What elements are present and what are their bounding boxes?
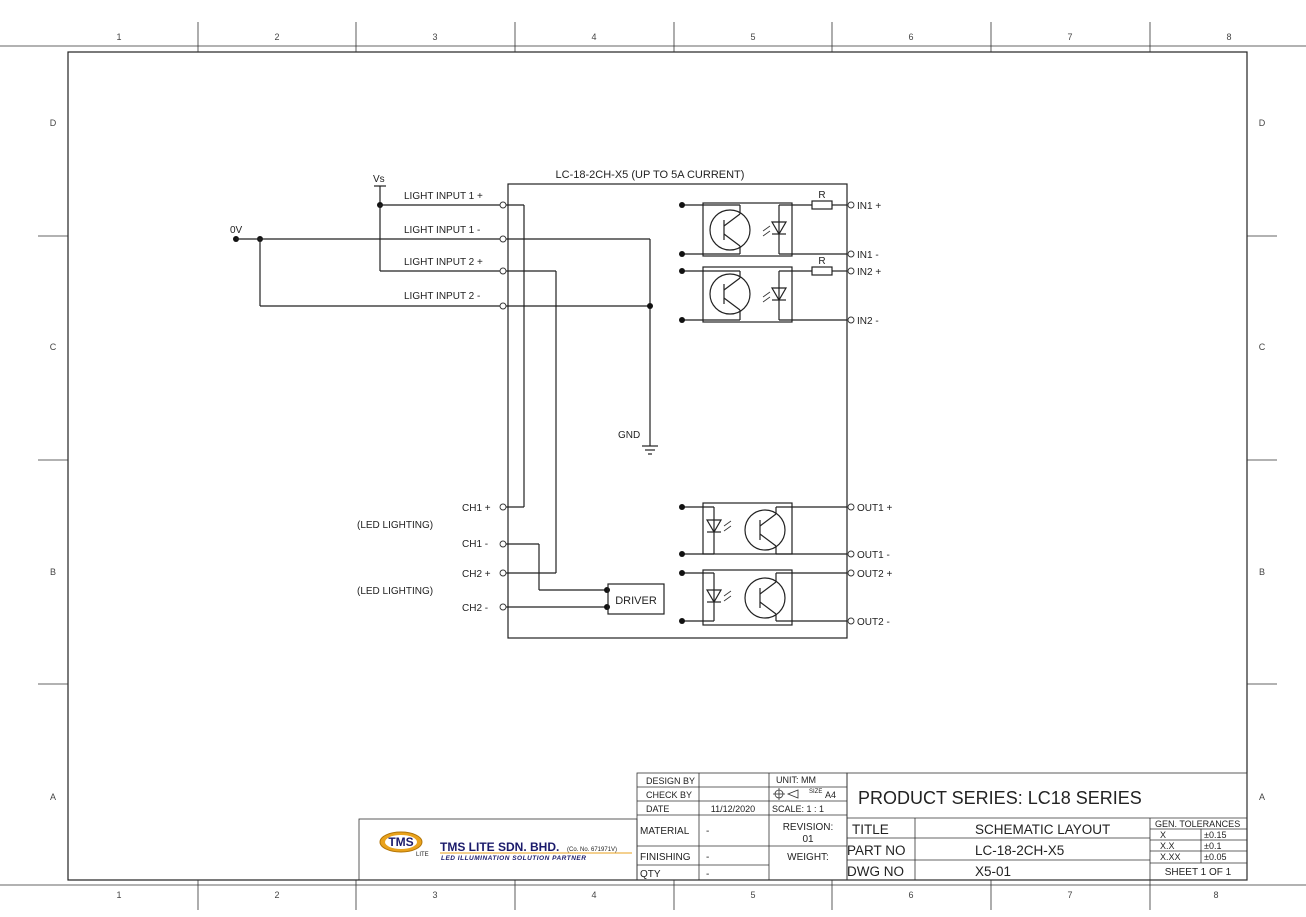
size-label: SIZE [809,789,822,795]
tolerance-x-value: ±0.15 [1204,830,1226,840]
qty-value: - [706,869,709,880]
ch2-pos-label: CH2 + [462,569,491,580]
company-name: TMS LITE SDN. BHD. [440,840,559,854]
schematic: LC-18-2CH-X5 (UP TO 5A CURRENT) Vs 0V LI… [230,169,892,639]
col-label-3: 3 [432,32,437,42]
dwg-no-label: DWG NO [847,864,904,879]
row-label-c-right: C [1259,342,1266,352]
out1-neg-label: OUT1 - [857,550,890,561]
light-input-1-pos: LIGHT INPUT 1 + [404,191,483,202]
company-logo: TMS LITE [379,831,429,858]
col-label-4: 4 [591,32,596,42]
col-label-1-bottom: 1 [116,890,121,900]
col-label-8: 8 [1226,32,1231,42]
output-optocoupler-2 [679,569,847,626]
resistor-1-label: R [818,190,825,201]
resistor-2-label: R [818,256,825,267]
module-title: LC-18-2CH-X5 (UP TO 5A CURRENT) [556,169,745,181]
col-label-3-bottom: 3 [432,890,437,900]
gen-tolerances-label: GEN. TOLERANCES [1155,819,1240,829]
tolerance-xxx-value: ±0.05 [1204,852,1226,862]
company-reg: (Co. No. 671971V) [567,847,617,853]
col-label-5: 5 [750,32,755,42]
col-label-5-bottom: 5 [750,890,755,900]
col-label-8-bottom: 8 [1213,890,1218,900]
input-optocoupler-1: R [679,190,847,257]
gnd-label: GND [618,430,640,441]
design-by-label: DESIGN BY [646,776,695,786]
title-value: SCHEMATIC LAYOUT [975,822,1110,837]
light-input-2-pos: LIGHT INPUT 2 + [404,257,483,268]
date-label: DATE [646,804,669,814]
tolerance-xx-label: X.X [1160,841,1175,851]
product-series: PRODUCT SERIES: LC18 SERIES [858,788,1142,808]
row-label-d: D [50,118,57,128]
driver-label: DRIVER [615,595,657,607]
check-by-label: CHECK BY [646,790,692,800]
module-outline [507,183,848,639]
led-lighting-note-1: (LED LIGHTING) [357,520,433,531]
scale-label: SCALE: 1 : 1 [772,804,824,814]
vs-label: Vs [373,174,385,185]
ch1-neg-label: CH1 - [462,539,488,550]
tolerance-x-label: X [1160,830,1166,840]
driver-block [607,583,665,615]
row-label-d-right: D [1259,118,1266,128]
logo-sub-text: LITE [416,852,429,858]
title-block: TMS LITE TMS LITE SDN. BHD. (Co. No. 671… [358,772,1248,881]
dwg-no-value: X5-01 [975,864,1011,879]
col-label-4-bottom: 4 [591,890,596,900]
out2-pos-label: OUT2 + [857,569,892,580]
input-optocoupler-2: R [679,256,847,323]
row-label-b-right: B [1259,567,1265,577]
row-label-a-right: A [1259,792,1265,802]
weight-label: WEIGHT: [787,852,829,863]
material-label: MATERIAL [640,826,690,837]
in2-pos-label: IN2 + [857,267,881,278]
part-no-label: PART NO [847,843,906,858]
col-label-7-bottom: 7 [1067,890,1072,900]
part-no-value: LC-18-2CH-X5 [975,843,1064,858]
in1-neg-label: IN1 - [857,250,879,261]
out1-pos-label: OUT1 + [857,503,892,514]
company-tagline: LED ILLUMINATION SOLUTION PARTNER [441,855,586,862]
zero-volt-label: 0V [230,225,243,236]
tolerance-xxx-label: X.XX [1160,852,1181,862]
title-label: TITLE [852,822,889,837]
finishing-value: - [706,852,709,863]
col-label-7: 7 [1067,32,1072,42]
output-optocoupler-1 [679,502,847,557]
in2-neg-label: IN2 - [857,316,879,327]
projection-symbol [773,788,799,800]
date-value: 11/12/2020 [711,804,755,814]
material-value: - [706,826,709,837]
logo-text: TMS [388,835,413,849]
light-input-1-neg: LIGHT INPUT 1 - [404,225,480,236]
out2-neg-label: OUT2 - [857,617,890,628]
col-label-2-bottom: 2 [274,890,279,900]
unit-label: UNIT: MM [776,775,816,785]
led-lighting-note-2: (LED LIGHTING) [357,586,433,597]
in1-pos-label: IN1 + [857,201,881,212]
sheet-label: SHEET 1 OF 1 [1165,867,1232,878]
light-input-2-neg: LIGHT INPUT 2 - [404,291,480,302]
row-label-a: A [50,792,56,802]
ch2-neg-label: CH2 - [462,603,488,614]
finishing-label: FINISHING [640,852,691,863]
size-value: A4 [825,790,836,800]
col-label-6: 6 [908,32,913,42]
revision-value: 01 [802,834,814,845]
revision-label: REVISION: [783,822,834,833]
col-label-1: 1 [116,32,121,42]
tolerance-xx-value: ±0.1 [1204,841,1221,851]
row-label-c: C [50,342,57,352]
qty-label: QTY [640,869,661,880]
ch1-pos-label: CH1 + [462,503,491,514]
col-label-6-bottom: 6 [908,890,913,900]
col-label-2: 2 [274,32,279,42]
row-label-b: B [50,567,56,577]
